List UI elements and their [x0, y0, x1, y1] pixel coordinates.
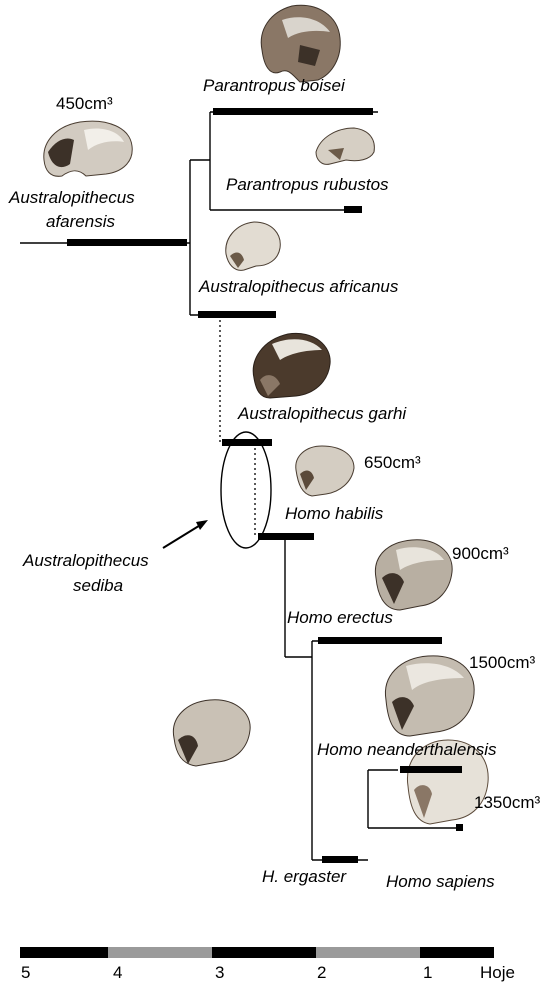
neanderthalensis-label: Homo neanderthalensis	[317, 741, 497, 760]
skull-icon-garhi	[253, 333, 330, 398]
habilis-label: Homo habilis	[285, 505, 383, 524]
afarensis-label-line1: Australopithecus	[9, 189, 135, 208]
sediba-label-line2: sediba	[73, 577, 123, 596]
range-bar-afarensis	[67, 239, 187, 246]
timescale-tick-5: 5	[21, 964, 30, 981]
skull-icon-robustus	[316, 128, 374, 164]
range-bar-habilis	[258, 533, 314, 540]
timescale-bar	[20, 947, 494, 958]
range-bar-robustus	[344, 206, 362, 213]
range-bar-boisei	[213, 108, 373, 115]
neanderthalensis-volume: 1500cm³	[469, 654, 535, 671]
dotted-lines	[220, 315, 255, 537]
skull-icon-erectus	[375, 540, 452, 610]
boisei-label: Parantropus boisei	[203, 77, 345, 96]
timescale-segment	[420, 947, 494, 958]
range-bar-africanus	[198, 311, 276, 318]
timescale-tick-1: 1	[423, 964, 432, 981]
sediba-highlight-ellipse	[221, 432, 271, 548]
timescale-segment	[316, 947, 420, 958]
skull-icon-boisei	[261, 5, 340, 82]
skull-icon-habilis	[296, 446, 354, 496]
range-bar-ergaster	[322, 856, 358, 863]
skull-icon-ergaster	[173, 700, 250, 766]
timescale-tick-4: 4	[113, 964, 122, 981]
range-bar-erectus	[318, 637, 442, 644]
timescale-segment	[108, 947, 212, 958]
timescale-tick-hoje: Hoje	[480, 964, 515, 981]
timescale-tick-2: 2	[317, 964, 326, 981]
afarensis-label-line2: afarensis	[46, 213, 115, 232]
skull-icon-afarensis	[44, 121, 132, 176]
robustus-label: Parantropus rubustos	[226, 176, 389, 195]
arrow-icon	[163, 520, 208, 548]
garhi-label: Australopithecus garhi	[238, 405, 406, 424]
habilis-volume: 650cm³	[364, 454, 421, 471]
afarensis-volume: 450cm³	[56, 95, 113, 112]
timescale-segment	[20, 947, 108, 958]
range-bar-neanderthalensis	[400, 766, 462, 773]
africanus-label: Australopithecus africanus	[199, 278, 398, 297]
timescale-segment	[212, 947, 316, 958]
timescale-tick-3: 3	[215, 964, 224, 981]
range-bar-sapiens	[456, 824, 463, 831]
erectus-label: Homo erectus	[287, 609, 393, 628]
sediba-label-line1: Australopithecus	[23, 552, 149, 571]
sapiens-label: Homo sapiens	[386, 873, 495, 892]
skull-icon-africanus	[226, 222, 280, 270]
sapiens-volume: 1350cm³	[474, 794, 540, 811]
skull-icon-neanderthalensis	[385, 656, 474, 736]
ergaster-label: H. ergaster	[262, 868, 346, 887]
erectus-volume: 900cm³	[452, 545, 509, 562]
